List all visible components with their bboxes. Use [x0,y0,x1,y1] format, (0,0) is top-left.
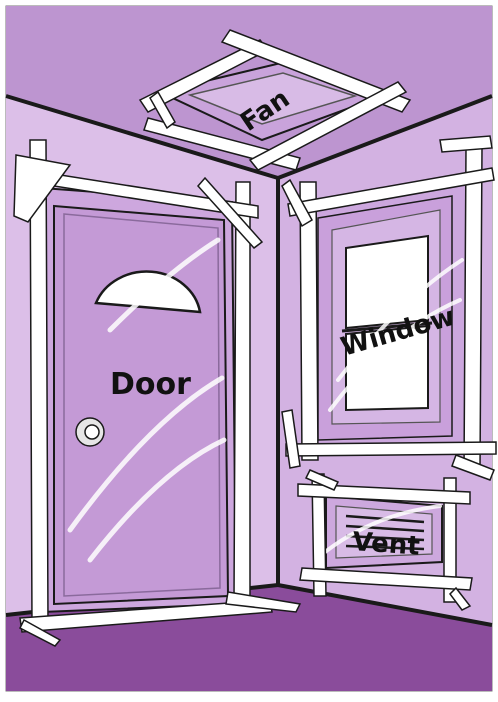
window-icon: Window [306,182,466,452]
door-label: Door [110,367,191,402]
vent-label: Vent [352,527,421,562]
doorknob-icon [76,418,104,446]
vent-icon: Vent [320,496,442,568]
door-icon: Door [42,188,236,612]
